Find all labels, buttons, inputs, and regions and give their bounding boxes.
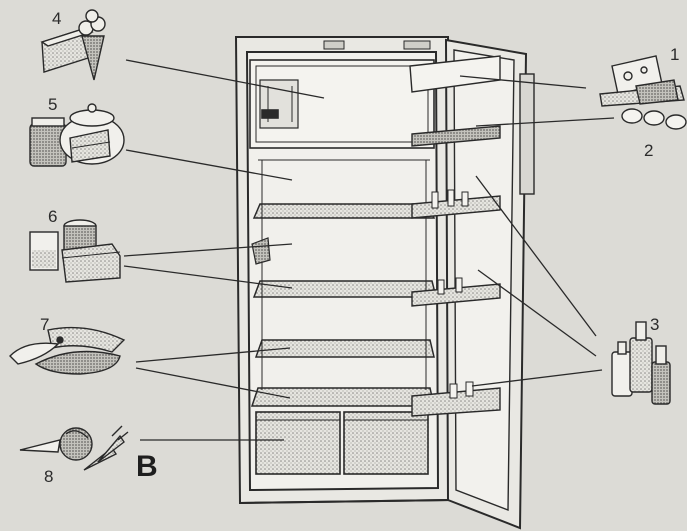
leader-6b [123, 265, 293, 289]
leader-3b [477, 269, 597, 357]
leader-1 [459, 75, 587, 89]
shelves [250, 203, 437, 407]
leader-7b [135, 367, 291, 399]
door-bin-4 [411, 283, 501, 307]
fish-and-meat-icon [9, 326, 126, 375]
door-bins [409, 55, 501, 417]
crisper-drawers [255, 411, 429, 475]
crisper-drawer-right [343, 411, 429, 475]
ice-cream-icon [40, 9, 106, 81]
label-2: 2 [644, 141, 653, 160]
label-7: 7 [40, 315, 49, 334]
leader-6a [123, 243, 293, 257]
label-1: 1 [670, 45, 679, 64]
door-bin-3 [411, 195, 501, 219]
label-8: 8 [44, 467, 53, 486]
wall-bin [251, 237, 271, 265]
leader-4 [125, 59, 325, 99]
door-bin-2 [411, 125, 501, 147]
shelf-2 [252, 280, 437, 298]
leader-2 [475, 117, 615, 127]
cheese-and-butter-icon [599, 55, 685, 107]
containers-icon [29, 219, 121, 283]
label-6: 6 [48, 207, 57, 226]
eggs-icon [621, 108, 687, 130]
bottles-icon [611, 321, 671, 405]
vegetables-icon [19, 425, 129, 471]
leader-3c [471, 369, 603, 387]
leader-5 [125, 149, 293, 181]
shelf-1 [252, 203, 435, 219]
leader-3a [475, 175, 597, 337]
freezer-compartment [249, 59, 435, 149]
leader-lines [123, 59, 615, 441]
leader-7a [135, 347, 291, 363]
panel-label: B [136, 450, 158, 483]
label-5: 5 [48, 95, 57, 114]
crisper-drawer-left [255, 411, 341, 475]
shelf-4 [250, 387, 435, 407]
side-rails [258, 159, 430, 390]
label-3: 3 [650, 315, 659, 334]
label-4: 4 [52, 9, 61, 28]
fridge-cabinet [234, 36, 452, 505]
jars-and-cake-icon [29, 103, 125, 167]
